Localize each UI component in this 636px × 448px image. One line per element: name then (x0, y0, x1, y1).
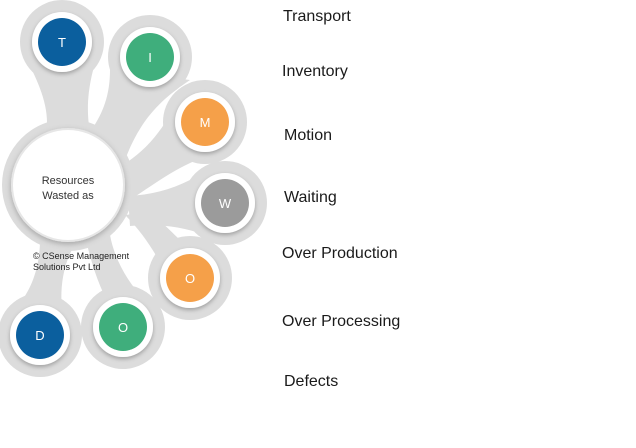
hub-text-line2: Wasted as (42, 190, 94, 202)
node-fill-waiting (201, 179, 249, 227)
hub-circle (11, 128, 125, 242)
node-waiting: W (195, 173, 255, 233)
node-fill-motion (181, 98, 229, 146)
node-motion: M (175, 92, 235, 152)
node-circles: T I M W O O D (10, 12, 255, 365)
label-transport: Transport (283, 8, 351, 25)
hub-text-line1: Resources (42, 175, 95, 187)
label-over-production: Over Production (282, 245, 398, 262)
node-fill-over-processing (99, 303, 147, 351)
node-inventory: I (120, 27, 180, 87)
node-over-production: O (160, 248, 220, 308)
node-letter-over-production: O (185, 271, 195, 286)
label-inventory: Inventory (282, 63, 348, 80)
node-letter-over-processing: O (118, 320, 128, 335)
copyright-line2: Solutions Pvt Ltd (33, 262, 101, 272)
node-fill-transport (38, 18, 86, 66)
label-waiting: Waiting (284, 189, 337, 206)
label-defects: Defects (284, 373, 339, 390)
node-letter-inventory: I (148, 50, 152, 65)
node-letter-waiting: W (219, 196, 232, 211)
node-fill-over-production (166, 254, 214, 302)
copyright-notice: © CSense Management Solutions Pvt Ltd (33, 251, 153, 273)
label-over-processing: Over Processing (282, 313, 401, 330)
node-fill-defects (16, 311, 64, 359)
node-letter-defects: D (35, 328, 44, 343)
node-over-processing: O (93, 297, 153, 357)
copyright-line1: © CSense Management (33, 251, 130, 261)
node-letter-motion: M (200, 115, 211, 130)
node-transport: T (32, 12, 92, 72)
node-defects: D (10, 305, 70, 365)
label-motion: Motion (284, 127, 333, 144)
node-letter-transport: T (58, 35, 66, 50)
branch-defects (18, 240, 78, 310)
node-fill-inventory (126, 33, 174, 81)
hub: Resources Wasted as (11, 128, 125, 242)
